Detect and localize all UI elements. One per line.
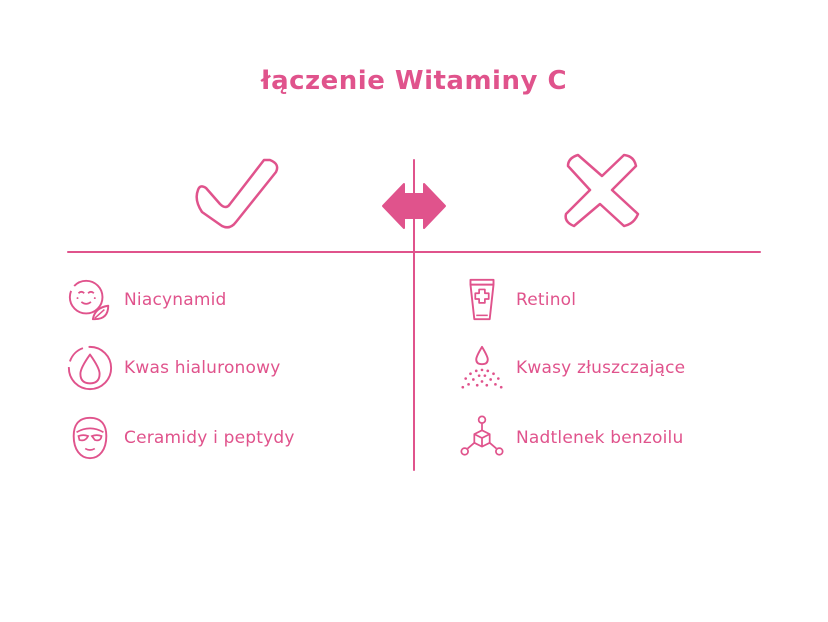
cream-tube-icon — [458, 274, 506, 326]
list-item-label: Kwas hialuronowy — [124, 358, 281, 378]
spray-droplet-icon — [458, 342, 506, 394]
face-mask-icon — [66, 412, 114, 464]
list-item-compatible-3: Ceramidy i peptydy — [66, 412, 295, 464]
list-item-incompatible-2: Kwasy złuszczające — [458, 342, 685, 394]
list-item-label: Ceramidy i peptydy — [124, 428, 295, 448]
cross-icon — [564, 153, 640, 228]
list-item-label: Kwasy złuszczające — [516, 358, 686, 378]
molecule-icon — [458, 412, 506, 464]
list-item-label: Nadtlenek benzoilu — [516, 428, 684, 448]
droplet-icon — [66, 342, 114, 394]
list-item-incompatible-1: Retinol — [458, 274, 576, 326]
list-item-compatible-2: Kwas hialuronowy — [66, 342, 281, 394]
list-item-label: Niacynamid — [124, 290, 227, 310]
list-item-incompatible-3: Nadtlenek benzoilu — [458, 412, 683, 464]
face-leaf-icon — [66, 274, 114, 326]
list-item-label: Retinol — [516, 290, 577, 310]
page-title: łączenie Witaminy C — [260, 66, 568, 96]
double-arrow-icon — [382, 183, 446, 229]
list-item-compatible-1: Niacynamid — [66, 274, 227, 326]
check-icon — [195, 158, 279, 229]
